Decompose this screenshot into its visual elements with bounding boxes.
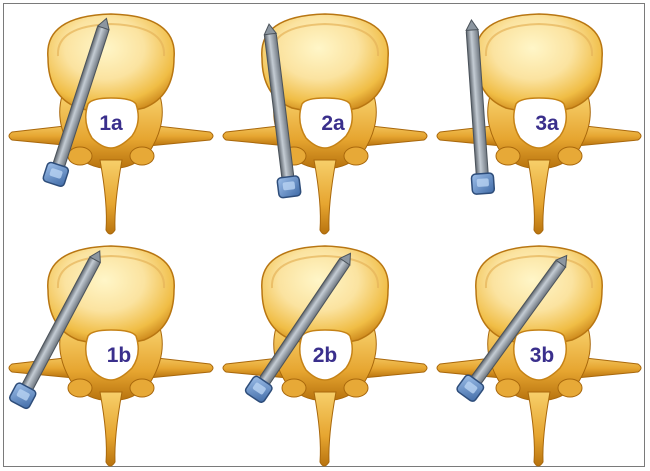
panel-label: 3a [535,112,559,135]
figure-frame: 1a 2a 3a 1b 2b [3,3,645,467]
panel-label: 2b [313,344,338,367]
panel-2b: 2b [218,236,432,468]
panel-label: 1b [107,344,132,367]
panel-2a: 2a [218,4,432,236]
panel-1b: 1b [4,236,218,468]
panel-3b: 3b [432,236,646,468]
panel-1a: 1a [4,4,218,236]
panel-label: 3b [530,344,555,367]
panel-3a: 3a [432,4,646,236]
panel-label: 2a [321,112,345,135]
panel-label: 1a [99,112,123,135]
